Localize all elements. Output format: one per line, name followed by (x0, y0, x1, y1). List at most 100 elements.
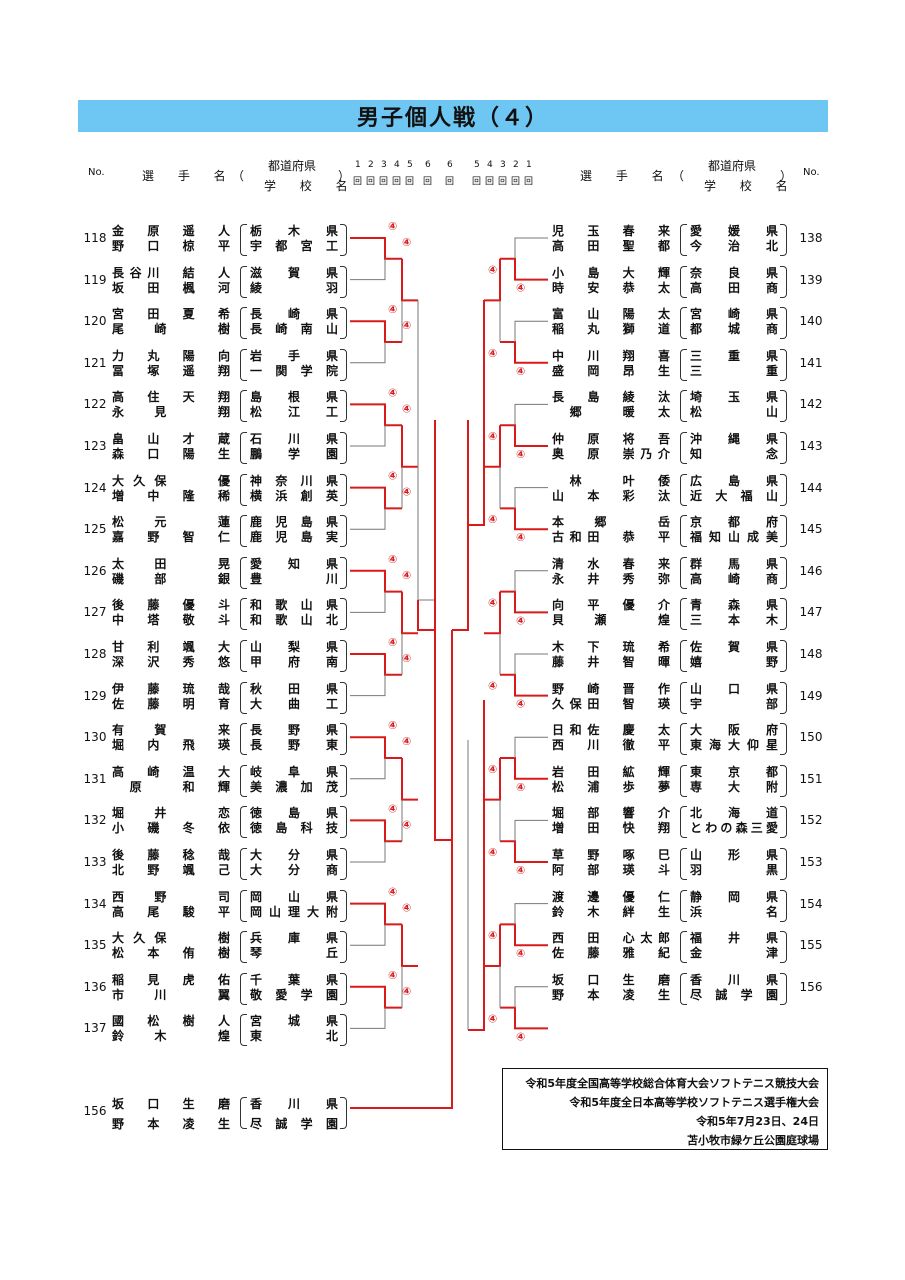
score-mark: ④ (488, 680, 497, 693)
round-num-right: 1 (526, 160, 533, 170)
player-name: 堀 部 響 介 (552, 806, 670, 821)
score-mark: ④ (516, 282, 525, 295)
bracket-segment (350, 630, 453, 1109)
prefecture: 宮 崎 県 (690, 307, 778, 322)
entry-number-right: 145 (799, 522, 823, 537)
player-name: 小 磯 冬 依 (112, 821, 230, 836)
bracket-close (340, 473, 347, 506)
bracket-segment (350, 486, 402, 510)
prefecture: 京 都 府 (690, 515, 778, 530)
round-mark-left: 回 (366, 177, 377, 187)
player-name: 尾 崎 樹 (112, 322, 230, 337)
bracket-segment (350, 1007, 386, 1029)
bracket-open (240, 598, 247, 631)
bracket-segment (401, 258, 418, 302)
player-name: 小 島 大 輝 (552, 265, 670, 280)
player-name: 市 川 翼 (112, 987, 230, 1002)
bracket-segment (350, 591, 386, 613)
bracket-open (680, 473, 687, 506)
bracket-segment (514, 736, 548, 758)
bracket-close (780, 307, 787, 340)
bracket-close (340, 556, 347, 589)
player-name: 古和田 恭 平 (552, 530, 670, 545)
school: 金 津 (690, 946, 778, 961)
player-name: 高 住 天 翔 (112, 390, 230, 405)
prefecture: 愛 知 県 (250, 556, 338, 571)
bracket-open (680, 390, 687, 423)
score-mark: ④ (388, 220, 397, 233)
player-name: 鈴 木 絆 生 (552, 904, 670, 919)
entry-number-right: 143 (799, 439, 823, 453)
score-mark: ④ (516, 614, 525, 627)
bracket-close (340, 307, 347, 340)
footer-line-3: 令和5年7月23日、24日 (696, 1115, 819, 1128)
entry-number-right: 156 (799, 979, 823, 994)
player-name: 増 田 快 翔 (552, 821, 670, 836)
school: 尽 誠 学 園 (250, 1117, 338, 1131)
round-mark-right: 回 (524, 177, 535, 187)
player-name: 永 見 翔 (112, 405, 230, 420)
prefecture: 岡 山 県 (250, 889, 338, 904)
bracket-open (680, 598, 687, 631)
bracket-segment (350, 403, 402, 427)
round-mark-left: 回 (353, 177, 364, 187)
prefecture: 沖 縄 県 (690, 432, 778, 446)
school: 今 治 北 (690, 239, 778, 253)
bracket-segment (401, 758, 418, 801)
bracket-close (780, 681, 787, 714)
bracket-close (780, 764, 787, 797)
player-name: 中 川 翔 喜 (552, 348, 670, 363)
round-mark-left: 回 (423, 177, 434, 187)
player-name: 金 原 遥 人 (112, 224, 230, 238)
bracket-close (340, 889, 347, 922)
score-mark: ④ (402, 486, 411, 499)
bracket-close (780, 432, 787, 464)
bracket-open (680, 265, 687, 298)
player-name: 盛 岡 昂 生 (552, 363, 670, 378)
school: 松 山 (690, 405, 778, 420)
bracket-segment (350, 342, 386, 364)
header-school-left: 学 校 名 (264, 179, 358, 193)
round-mark-right: 回 (511, 177, 522, 187)
bracket-open (240, 556, 247, 589)
bracket-open (680, 806, 687, 839)
bracket-segment (514, 237, 548, 259)
bracket-open (680, 681, 687, 714)
bracket-segment (350, 758, 386, 780)
player-name: 久保田 智 瑛 (552, 696, 670, 711)
bracket-segment (350, 653, 402, 676)
school: 尽 誠 学 園 (690, 987, 778, 1002)
bracket-close (780, 723, 787, 756)
entry-number-right: 140 (799, 314, 823, 329)
prefecture: 秋 田 県 (250, 681, 338, 696)
school: 近 大 福 山 (690, 488, 778, 503)
bracket-segment (350, 924, 386, 946)
player-name: 有 賀 来 (112, 723, 230, 738)
player-name: 永 井 秀 弥 (552, 571, 670, 586)
score-mark: ④ (488, 264, 497, 277)
round-num-left: 4 (394, 160, 401, 170)
bracket-open (240, 432, 247, 464)
player-name: 高 田 聖 都 (552, 239, 670, 253)
player-name: 増 中 隆 稀 (112, 488, 230, 503)
bracket-segment (500, 757, 548, 780)
school: 嬉 野 (690, 655, 778, 669)
bracket-segment (500, 424, 548, 447)
round-num-right: 5 (474, 160, 481, 170)
round-num-left: 3 (381, 160, 388, 170)
footer-line-4: 苫小牧市緑ケ丘公園庭球場 (687, 1134, 819, 1147)
player-name: 中 塔 敬 斗 (112, 613, 230, 628)
player-name: 森 口 陽 生 (112, 447, 230, 461)
bracket-open (240, 1014, 247, 1047)
bracket-open (240, 640, 247, 672)
header-paren-right-close: ） (780, 169, 793, 183)
player-name: 坂 田 楓 河 (112, 280, 230, 295)
score-mark: ④ (388, 303, 397, 316)
player-name: 西 川 徹 平 (552, 738, 670, 753)
school: 鵬 学 園 (250, 447, 338, 461)
player-name: 西 野 司 (112, 889, 230, 904)
entry-number-left: 127 (83, 605, 107, 620)
bracket-open (240, 473, 247, 506)
score-mark: ④ (488, 347, 497, 360)
entry-number-bottom: 156 (83, 1104, 107, 1118)
